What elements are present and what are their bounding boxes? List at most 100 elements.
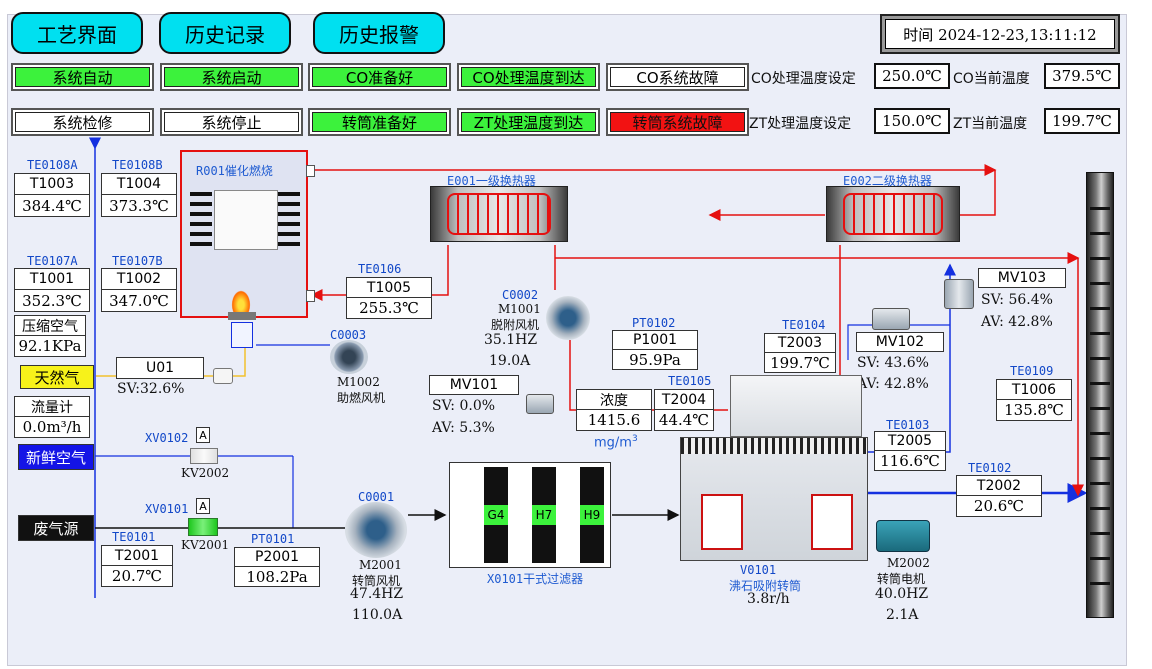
te0108a-name: T1003 — [15, 174, 89, 195]
te0108b-value: 373.3℃ — [109, 196, 169, 215]
status-zt-temp-reached[interactable]: ZT处理温度到达 — [457, 108, 600, 136]
m1001-tag: M1001 — [498, 302, 541, 316]
status-co-fault[interactable]: CO系统故障 — [606, 63, 749, 91]
m2001-current: 110.0A — [352, 607, 403, 623]
stack-rungs — [1090, 185, 1110, 605]
pt0102-tag: PT0102 — [632, 316, 676, 330]
mv102-valve-icon[interactable] — [872, 308, 910, 330]
clock-text: 时间 2024-12-23,13:11:12 — [885, 19, 1115, 49]
m2002-frequency: 40.0HZ — [875, 586, 929, 602]
m2001-frequency: 47.4HZ — [350, 586, 404, 602]
te0107a-tag: TE0107A — [27, 254, 78, 268]
r001-label: R001催化燃烧 — [196, 164, 273, 178]
c0002-tag: C0002 — [502, 288, 539, 302]
status-start[interactable]: 系统启动 — [160, 63, 303, 91]
concentration-label: 浓度 — [577, 390, 651, 410]
v0101-speed: 3.8r/h — [747, 591, 790, 607]
mv103-label[interactable]: MV103 — [978, 268, 1066, 288]
c0003-fan-icon[interactable] — [330, 340, 368, 374]
te0109-value: 135.8℃ — [1004, 401, 1064, 419]
mv102-label[interactable]: MV102 — [856, 332, 944, 352]
kv2001-valve-icon[interactable] — [188, 518, 218, 536]
x0101-filter[interactable]: G4 H7 H9 — [449, 462, 611, 568]
mv103-sv: SV: 56.4% — [981, 292, 1053, 308]
e001-label: E001一级换热器 — [447, 174, 536, 188]
m1002-tag: M1002 — [337, 375, 380, 389]
m2001-tag: M2001 — [359, 558, 402, 572]
status-co-temp-reached[interactable]: CO处理温度到达 — [457, 63, 600, 91]
status-drum-ready[interactable]: 转筒准备好 — [308, 108, 451, 136]
te0104-tag: TE0104 — [782, 318, 826, 332]
status-co-ready[interactable]: CO准备好 — [308, 63, 451, 91]
c0003-tag: C0003 — [330, 328, 367, 342]
concentration-value: 1415.6 — [587, 411, 641, 429]
xv0102-tag: XV0102 — [145, 431, 189, 445]
e001-coil — [447, 193, 551, 235]
te0108b-tag: TE0108B — [112, 158, 163, 172]
m1002-name: 助燃风机 — [337, 391, 386, 405]
co-set-value[interactable]: 250.0℃ — [874, 63, 950, 89]
xv0101-a-marker: A — [196, 498, 210, 514]
status-drum-fault[interactable]: 转筒系统故障 — [606, 108, 749, 136]
status-stop[interactable]: 系统停止 — [160, 108, 303, 136]
m1001-name: 脱附风机 — [491, 318, 540, 332]
e002-heat-exchanger[interactable] — [826, 186, 960, 242]
te0109-tag: TE0109 — [1010, 364, 1054, 378]
x0101-label: X0101干式过滤器 — [487, 572, 584, 586]
c0001-fan-icon[interactable] — [345, 502, 407, 558]
mv101-label[interactable]: MV101 — [429, 375, 519, 395]
te0108b-name: T1004 — [102, 174, 176, 195]
mv101-valve-icon[interactable] — [526, 394, 554, 414]
fresh-air-source: 新鲜空气 — [18, 444, 94, 470]
te0106-name: T1005 — [347, 278, 431, 298]
exhaust-stack[interactable] — [1086, 172, 1114, 618]
kv2002-valve-icon[interactable] — [190, 448, 218, 464]
tab-process[interactable]: 工艺界面 — [11, 12, 143, 54]
tab-history[interactable]: 历史记录 — [159, 12, 291, 54]
catalyst-bed — [214, 190, 278, 250]
mv102-sv: SV: 43.6% — [857, 355, 929, 371]
m2002-tag: M2002 — [887, 556, 930, 570]
te0108a-tag: TE0108A — [27, 158, 78, 172]
te0101-name: T2001 — [102, 546, 172, 566]
u01-valve-icon[interactable] — [213, 368, 233, 384]
r001-port-bottom — [306, 290, 315, 302]
tab-alarm-history[interactable]: 历史报警 — [313, 12, 445, 54]
c0002-fan-icon[interactable] — [546, 296, 590, 340]
v0101-zeolite-rotor[interactable] — [680, 437, 868, 561]
status-auto[interactable]: 系统自动 — [11, 63, 154, 91]
u01-label[interactable]: U01 — [116, 357, 204, 379]
co-current-value: 379.5℃ — [1044, 63, 1120, 89]
c0001-tag: C0001 — [358, 490, 395, 504]
e001-heat-exchanger[interactable] — [430, 186, 568, 242]
pt0101-tag: PT0101 — [251, 532, 295, 546]
kv2001-tag: KV2001 — [181, 538, 230, 552]
concentration-unit: mg/m3 — [594, 434, 638, 450]
te0102-tag: TE0102 — [968, 461, 1012, 475]
mv103-av: AV: 42.8% — [981, 314, 1053, 330]
mv101-av: AV: 5.3% — [432, 420, 495, 436]
mv103-valve-icon[interactable] — [944, 279, 974, 309]
zt-set-value[interactable]: 150.0℃ — [874, 108, 950, 134]
pt0102-name: P1001 — [613, 331, 697, 350]
zt-set-label: ZT处理温度设定 — [749, 116, 852, 132]
m2002-motor-icon[interactable] — [876, 520, 930, 552]
e002-coil — [843, 193, 943, 235]
status-maintenance[interactable]: 系统检修 — [11, 108, 154, 136]
v0101-door-left — [701, 494, 743, 550]
h9-label: H9 — [580, 505, 604, 525]
